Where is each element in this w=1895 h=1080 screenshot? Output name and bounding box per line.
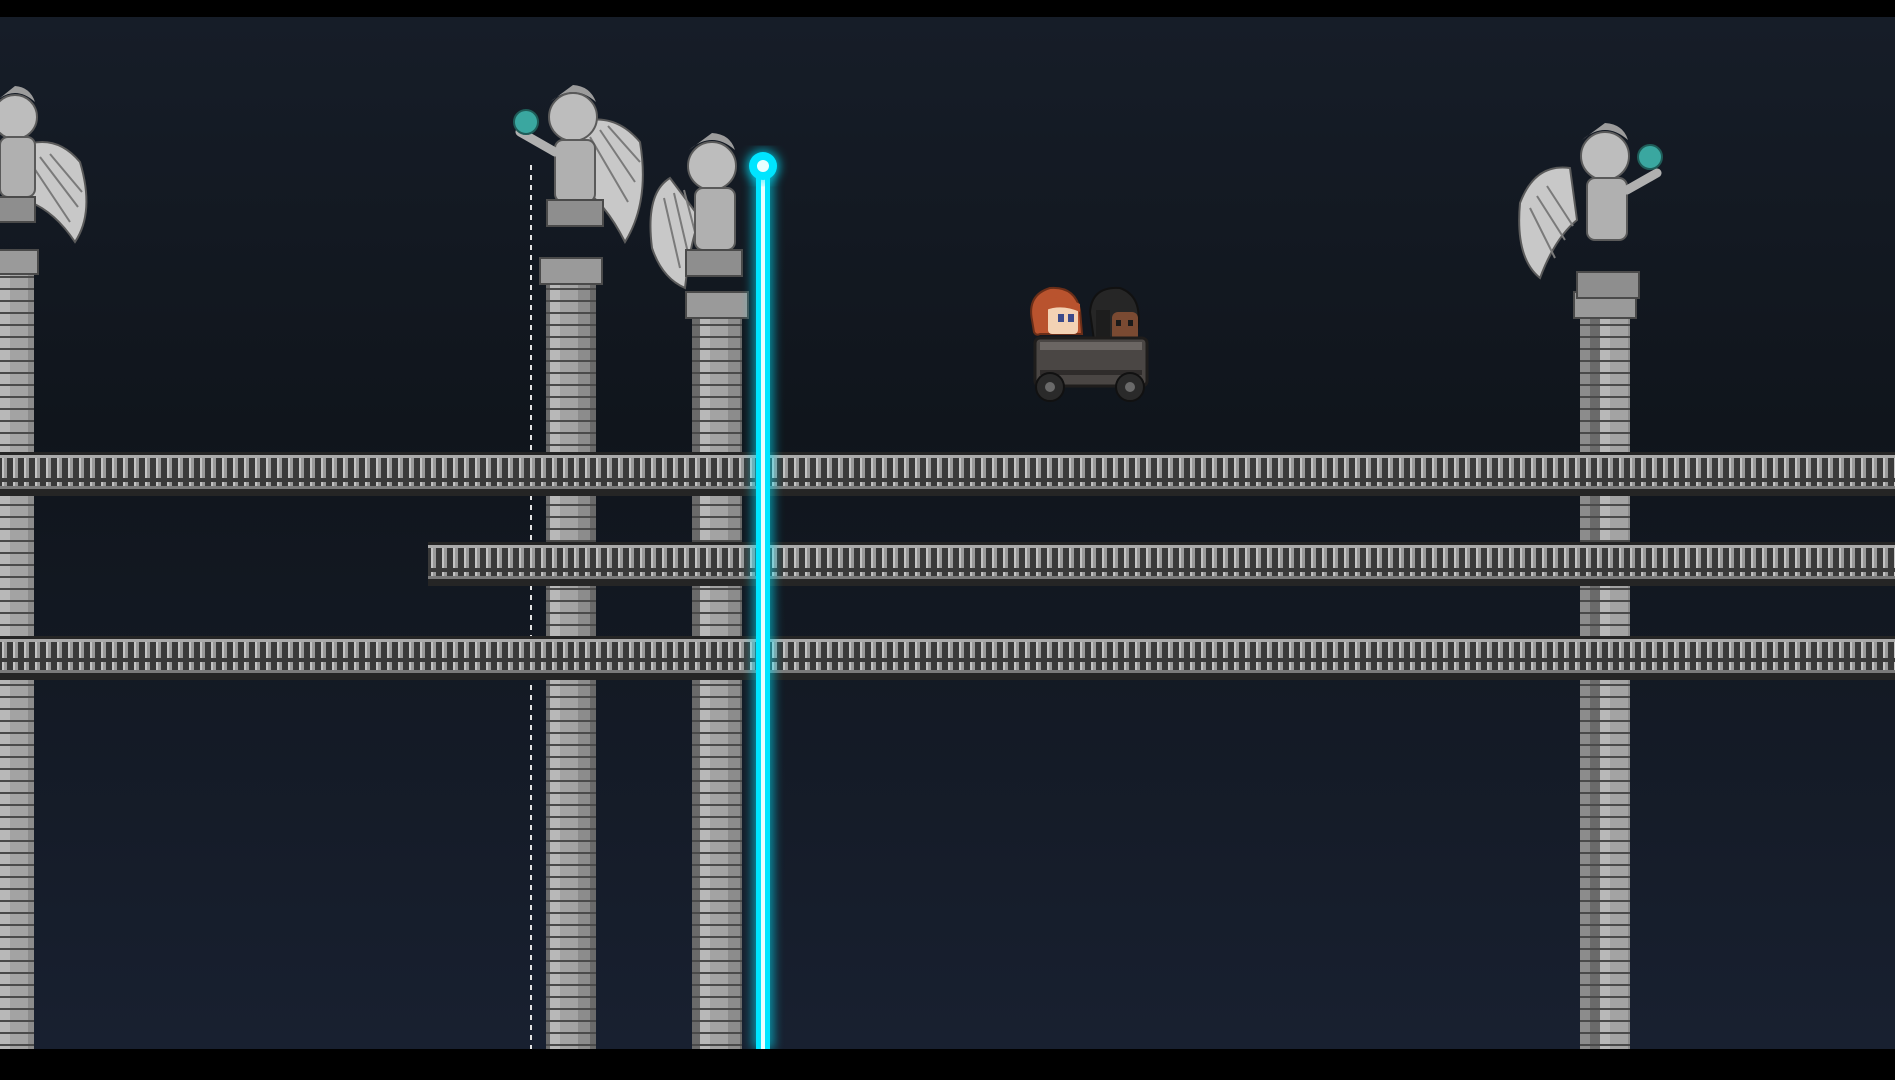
pillar-center: [685, 291, 749, 1050]
rail-track-middle: [428, 542, 1895, 586]
winged-angel-statue-icon: [0, 86, 88, 244]
winged-angel-statue-icon: [515, 85, 644, 245]
winged-angel-statue-icon: [1518, 123, 1662, 299]
sky-background: [0, 17, 1895, 1049]
teal-orb-icon: [513, 109, 539, 135]
laser-beam-icon: [746, 149, 780, 1049]
teal-orb-icon: [1637, 144, 1663, 170]
rail-track-top: [0, 452, 1895, 496]
dark-haired-companion: [1088, 286, 1140, 350]
winged-angel-statue-icon: [649, 133, 743, 290]
letterbox-top: [0, 0, 1895, 17]
letterbox-bottom: [0, 1049, 1895, 1080]
player-minecart: [1030, 286, 1149, 402]
red-haired-girl: [1030, 286, 1084, 336]
rail-track-bottom: [0, 636, 1895, 680]
